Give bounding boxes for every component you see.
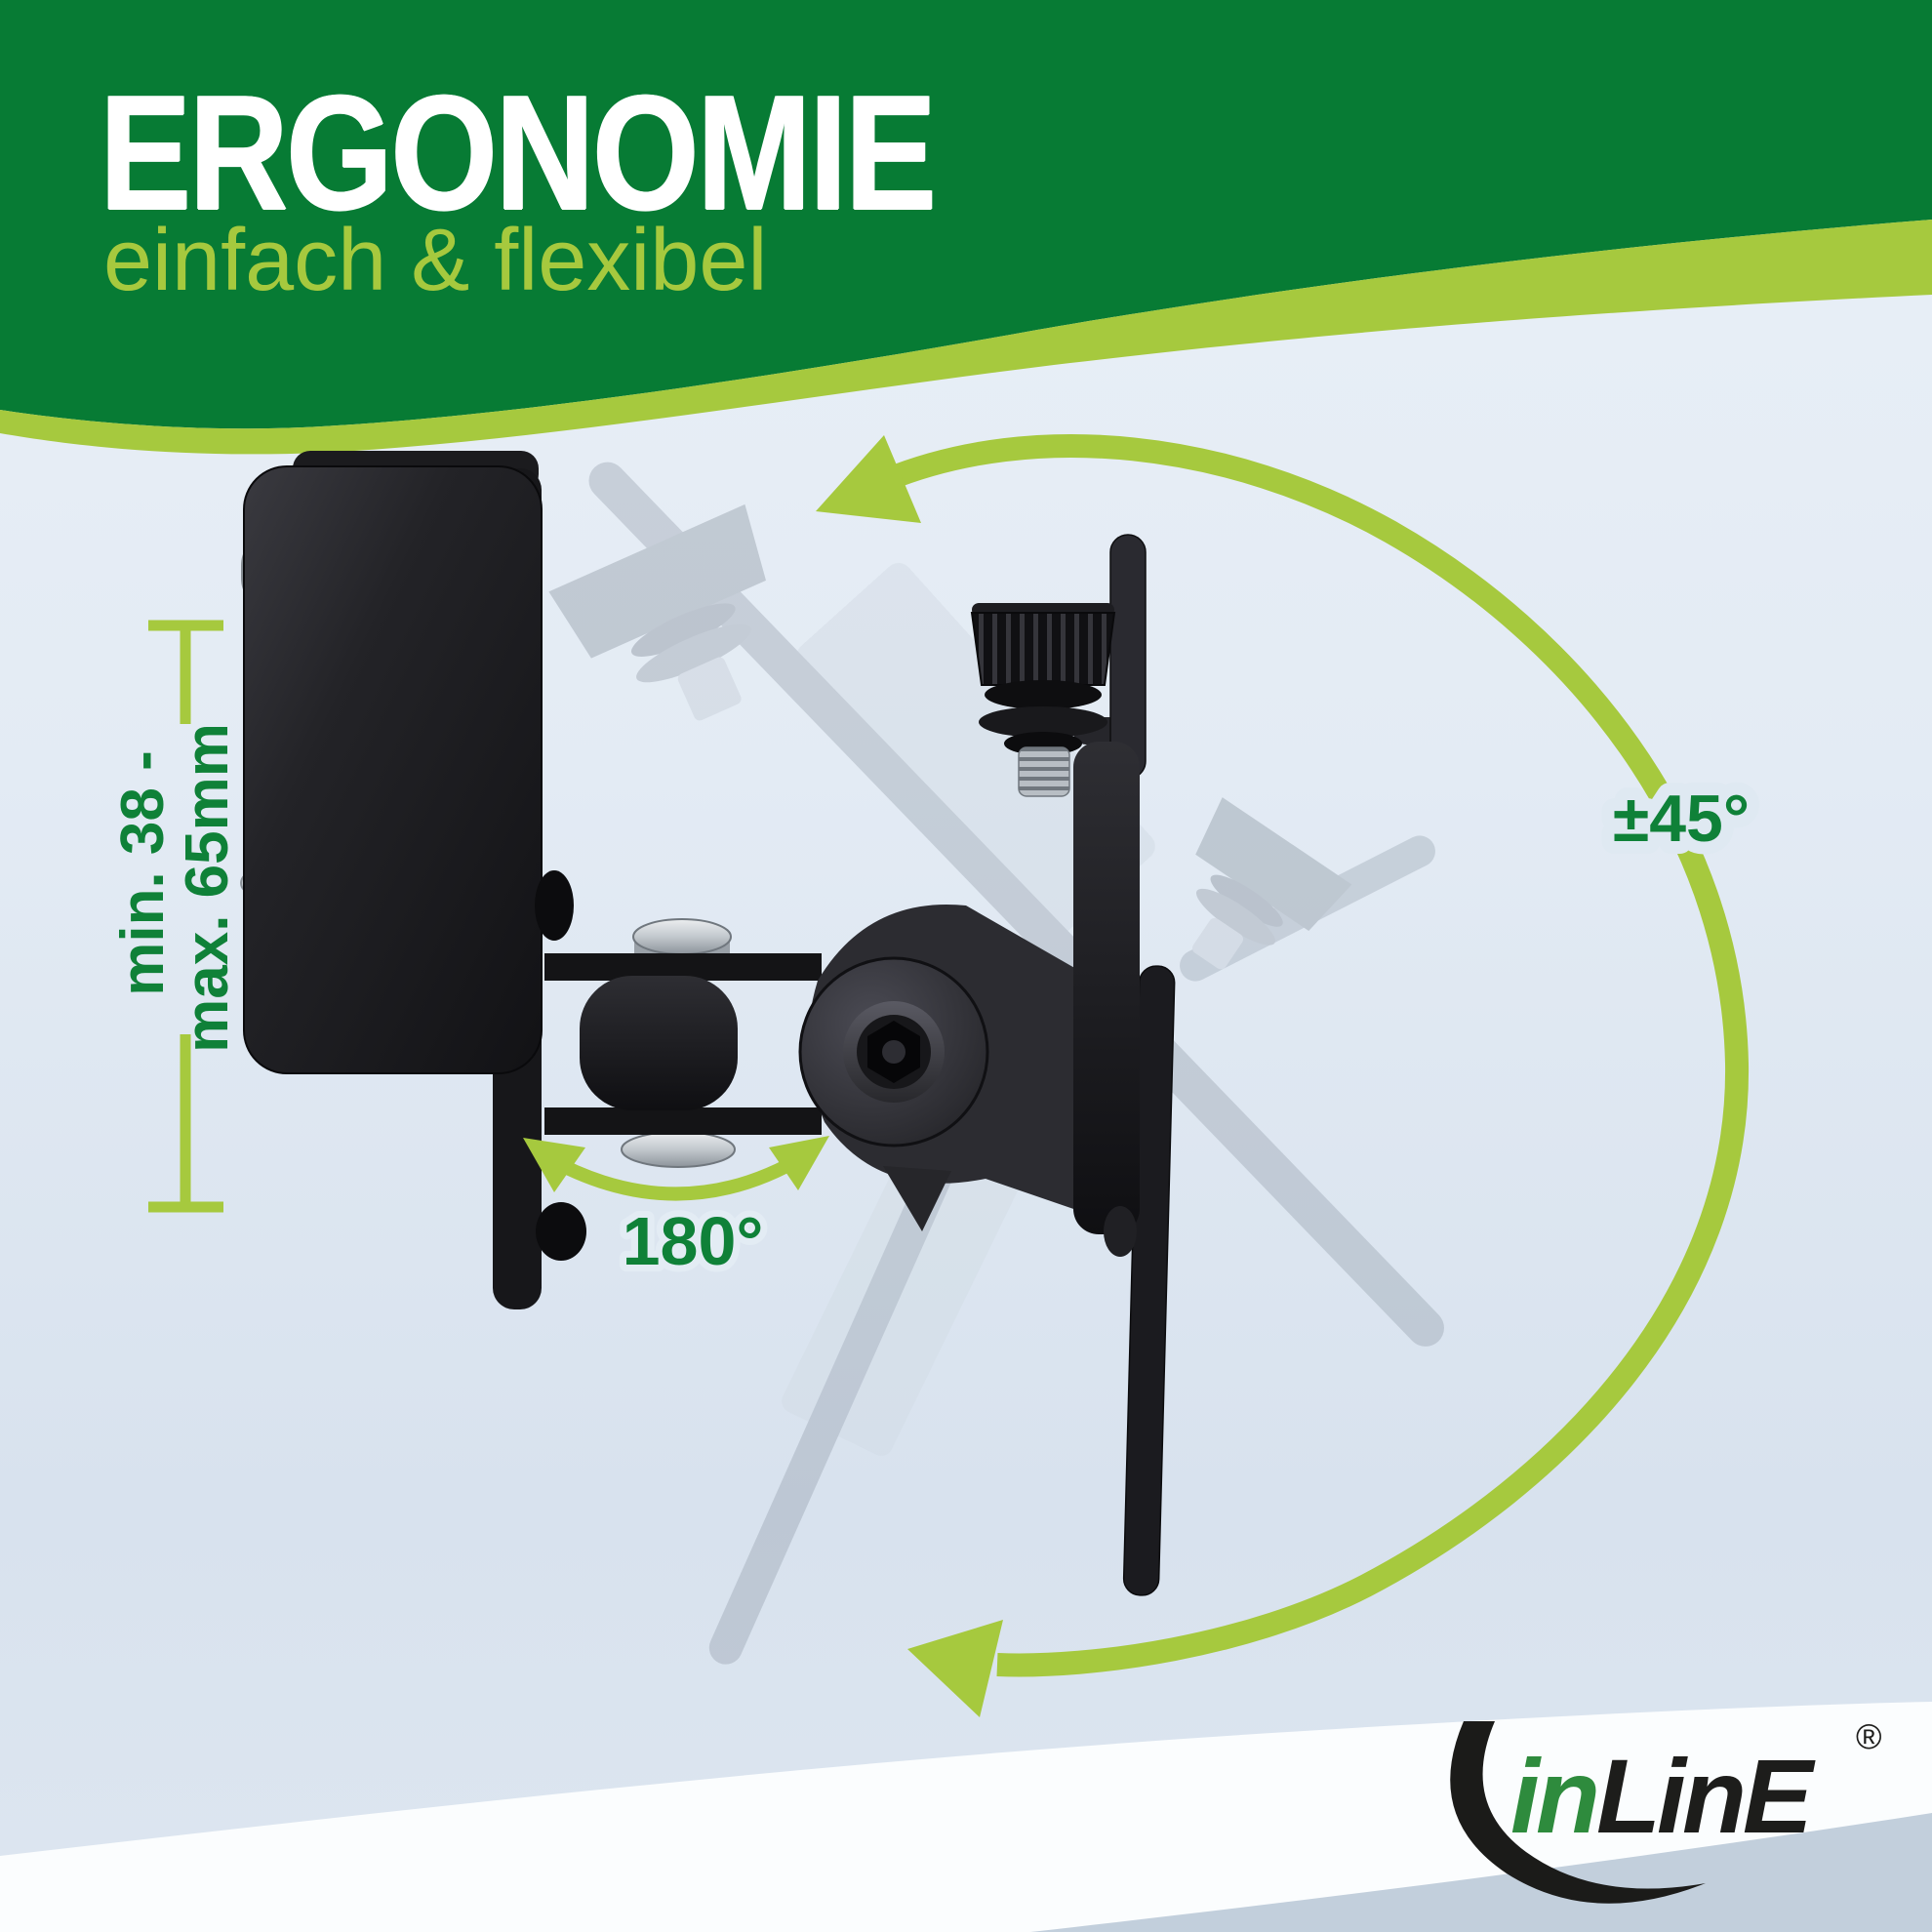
swivel-arrow-right-icon [769, 1136, 829, 1190]
brand-logo: inLinE ® [1450, 1716, 1882, 1904]
ghost-plate-bar-lower [708, 1108, 976, 1665]
header-accent-stripe [0, 220, 1932, 455]
registered-mark: ® [1856, 1716, 1882, 1756]
page-title: ERGONOMIE [100, 60, 937, 244]
thumbscrew-washer-upper [985, 680, 1102, 709]
clamp-hinge-screw-upper [535, 870, 574, 941]
corner-wedge [1030, 1813, 1932, 1932]
ghost-thumbscrew-right [1192, 797, 1352, 970]
ghost-rod-upper-right [1180, 835, 1435, 982]
swivel-arc [523, 1136, 829, 1201]
swivel-range-label: 180° [623, 1203, 764, 1279]
svg-text:inLinE: inLinE [1510, 1737, 1816, 1855]
rotation-arrow-bottom-icon [907, 1620, 1003, 1717]
rotation-arrow-top-icon [816, 435, 921, 523]
thumbscrew-thread [1018, 746, 1070, 797]
vesa-plate [1073, 534, 1176, 1596]
pivot-bottom-cap [621, 1131, 736, 1168]
swivel-arc-line [543, 1148, 810, 1201]
ghost-plate-bar-diagonal [588, 462, 1444, 1347]
swivel-arrow-left-icon [523, 1138, 585, 1192]
joint-screw-center [882, 1040, 906, 1064]
pivot-cap [632, 918, 732, 955]
arm-bottom-leaf [544, 1107, 822, 1135]
measure-bracket [148, 620, 223, 1213]
ghost-plate-face-upper [796, 562, 1155, 941]
rotation-arc [816, 434, 1750, 1717]
thumbscrew-washer-lower [979, 706, 1107, 738]
monitor-mount [240, 451, 1176, 1596]
monitor-clamp [240, 451, 586, 1309]
vesa-bracket-tab [883, 1166, 951, 1231]
header-green-shape [0, 0, 1932, 429]
clamp-range-label-max: max. 65mm [174, 723, 241, 1053]
page-subtitle: einfach & flexibel [103, 212, 768, 309]
clamp-body [243, 465, 543, 1074]
arm-pivot-cylinder [580, 976, 738, 1110]
rotation-arc-line [881, 434, 1750, 1677]
logo-swoosh-icon [1450, 1721, 1706, 1904]
arm-assembly [544, 904, 1144, 1231]
ghost-thumbscrew-left [548, 503, 766, 721]
ghost-assembly [548, 462, 1444, 1665]
clamp-hinge-screw-lower [536, 1202, 586, 1261]
vesa-column [1073, 742, 1140, 1234]
thumbscrew-knob [970, 612, 1116, 686]
thumbscrew [970, 603, 1116, 797]
logo-text-dark: LinE [1596, 1737, 1816, 1855]
logo-text-green: in [1510, 1737, 1596, 1855]
white-swoosh [0, 1702, 1932, 1932]
header-band [0, 0, 1932, 455]
tilt-range-label: ±45° [1613, 782, 1750, 856]
vesa-column-tab [1104, 1206, 1137, 1257]
clamp-range-label-min: min. 38 - [109, 750, 177, 996]
bottom-swoosh [0, 1702, 1932, 1932]
